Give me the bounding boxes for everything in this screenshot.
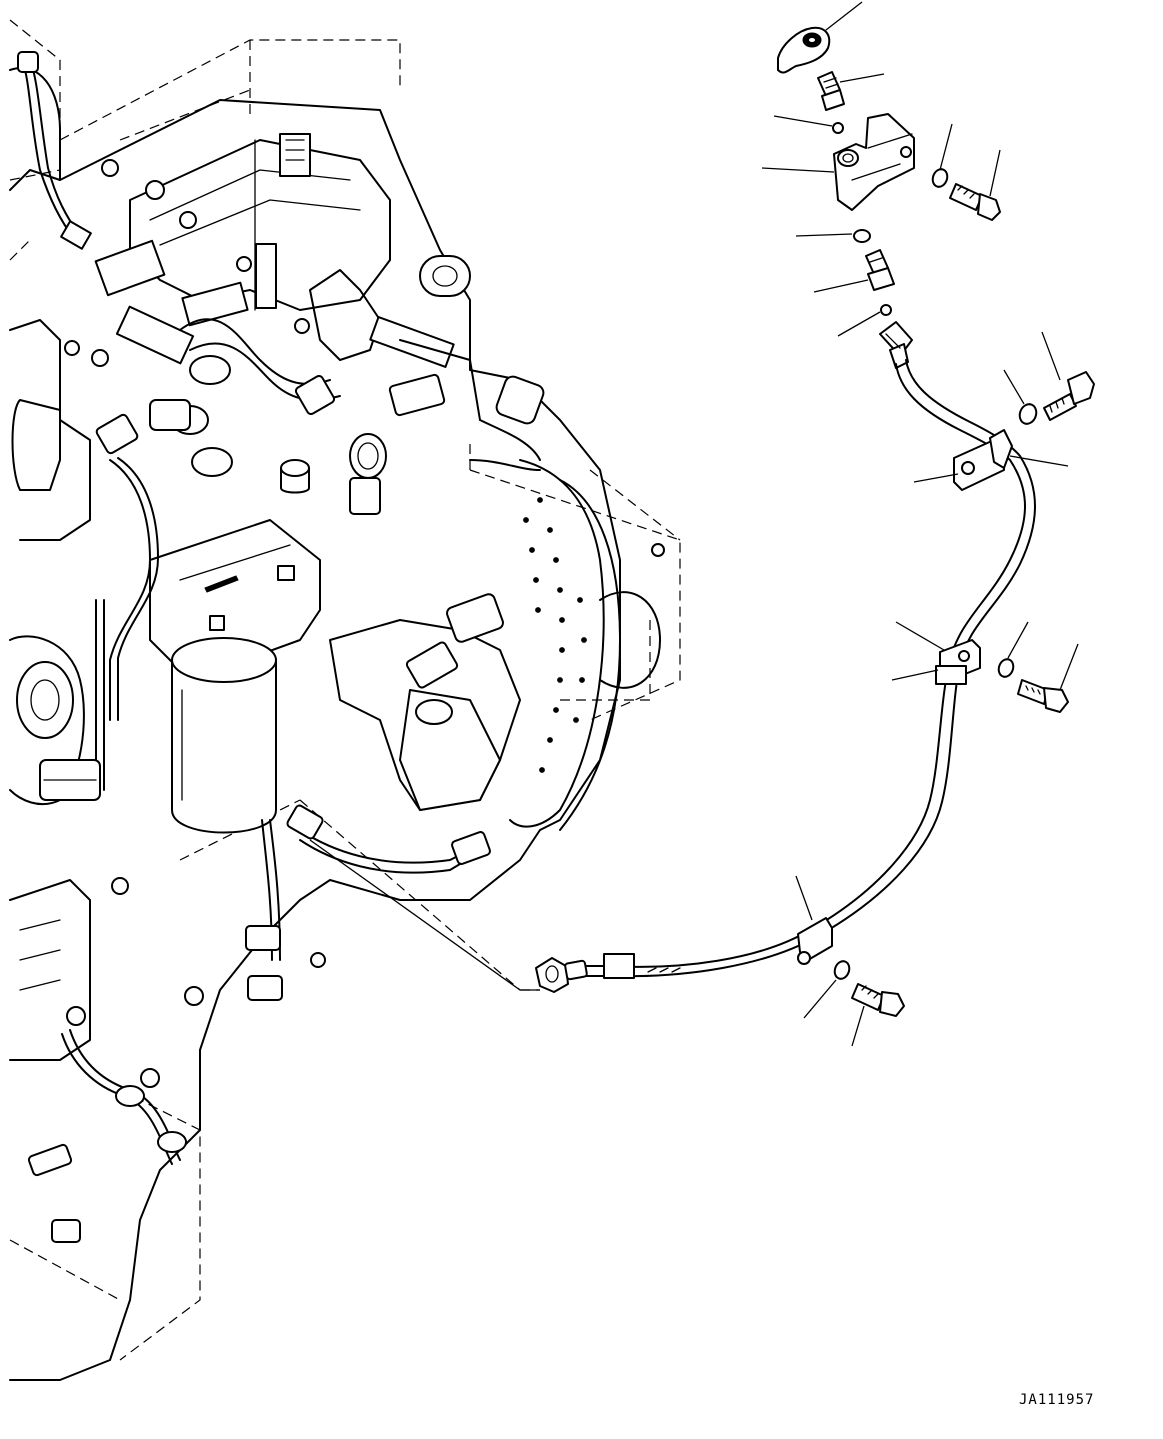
tube-leader-line: [309, 839, 540, 991]
bolt-3: [1017, 643, 1079, 713]
o-ring-3: [880, 304, 892, 316]
bracket-block: [761, 113, 915, 211]
washer-2: [1018, 403, 1038, 425]
washer-3: [997, 658, 1015, 678]
clamp-middle: [891, 621, 981, 685]
engine-assembly: [9, 19, 681, 1381]
o-ring-1: [832, 122, 844, 134]
clamp-lower: [795, 875, 833, 965]
cap-part: [777, 1, 863, 74]
washer-1: [931, 168, 949, 188]
connector-fitting-mid: [813, 249, 895, 293]
washer-4: [833, 960, 851, 980]
sensor-cluster: [94, 239, 545, 477]
fuel-filter: [171, 637, 277, 834]
bolt-4: [851, 983, 905, 1047]
o-ring-2: [853, 229, 871, 243]
exploded-parts: [535, 1, 1095, 1047]
drawing-code: JA111957: [1019, 1392, 1095, 1408]
connector-fitting-top: [817, 71, 885, 111]
clamp-upper: [913, 429, 1069, 491]
tube-lower-nut: [535, 953, 635, 993]
bolt-2: [1041, 331, 1095, 421]
bolt-1: [949, 149, 1001, 221]
tube-upper-nut: [879, 321, 913, 369]
